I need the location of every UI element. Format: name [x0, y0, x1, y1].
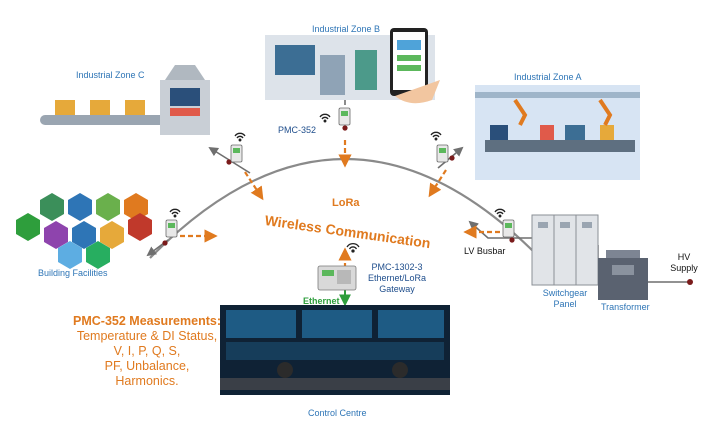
gateway-type-label: Ethernet/LoRa: [367, 273, 427, 283]
zone-b-illustration: [265, 28, 440, 104]
hv-label: HV: [677, 252, 691, 262]
zone-a-label: Industrial Zone A: [514, 72, 582, 82]
building-facilities-illustration: [16, 193, 152, 269]
transformer-illustration: [598, 250, 693, 300]
measurement-line: PF, Unbalance,: [104, 359, 190, 373]
supply-label: Supply: [670, 263, 698, 273]
wifi-icon: [169, 113, 506, 253]
control-centre-illustration: [220, 305, 450, 395]
lora-title: LoRa: [332, 197, 360, 209]
switchgear-label: Switchgear: [542, 288, 588, 298]
measurements-title: PMC-352 Measurements:: [73, 314, 221, 328]
building-facilities-label: Building Facilities: [38, 268, 108, 278]
lv-busbar-label: LV Busbar: [464, 246, 506, 256]
measurement-line: V, I, P, Q, S,: [113, 344, 181, 358]
gateway-device: [317, 265, 357, 291]
pmc352-meters: [165, 107, 515, 238]
measurement-line: Temperature & DI Status,: [76, 329, 218, 343]
transformer-label: Transformer: [601, 302, 650, 312]
switchgear-panel-label: Panel: [553, 299, 577, 309]
gateway-role-label: Gateway: [379, 284, 415, 294]
zone-c-illustration: [40, 65, 210, 135]
gateway-model-label: PMC-1302-3: [371, 262, 423, 272]
zone-c-label: Industrial Zone C: [76, 70, 145, 80]
measurement-line: Harmonics.: [115, 374, 179, 388]
zone-b-label: Industrial Zone B: [312, 24, 381, 34]
lora-links: [180, 140, 500, 268]
measurements-block: PMC-352 Measurements: Temperature & DI S…: [62, 314, 232, 389]
ethernet-label: Ethernet: [303, 296, 340, 306]
switchgear-illustration: [531, 214, 599, 286]
feeder-nodes: [162, 125, 515, 246]
zone-a-illustration: [475, 85, 640, 180]
pmc352-label: PMC-352: [278, 125, 317, 135]
control-centre-label: Control Centre: [308, 408, 367, 418]
